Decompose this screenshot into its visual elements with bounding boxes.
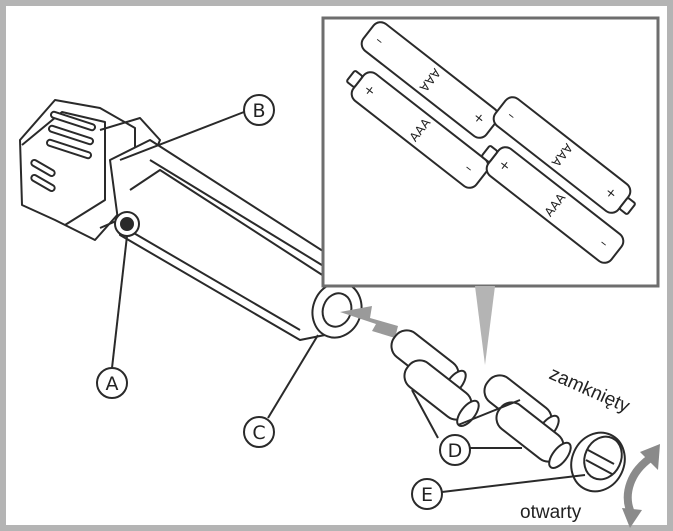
battery-orientation-inset: – AAA + + AAA – – AAA + + AAA – bbox=[321, 16, 660, 365]
callout-b: B bbox=[243, 94, 275, 126]
callout-e-label: E bbox=[421, 484, 433, 506]
callout-b-label: B bbox=[252, 100, 265, 122]
inset-battery-1: – AAA + bbox=[360, 21, 500, 139]
inset-battery-3: – AAA + bbox=[492, 96, 636, 215]
loose-batteries bbox=[390, 329, 572, 469]
flashlight bbox=[19, 99, 363, 341]
head-grip-slots bbox=[30, 110, 97, 192]
inset-battery-4: + AAA – bbox=[481, 145, 625, 264]
rotation-arrow-head-top bbox=[640, 444, 660, 470]
callout-c-label: C bbox=[252, 422, 265, 444]
inset-battery-2: + AAA – bbox=[346, 70, 490, 189]
callout-c: C bbox=[243, 416, 275, 448]
callout-e: E bbox=[411, 478, 443, 510]
callout-a-label: A bbox=[106, 373, 119, 395]
insert-arrow bbox=[340, 306, 398, 338]
callout-a: A bbox=[96, 367, 128, 399]
callout-d-label: D bbox=[448, 440, 463, 462]
callout-leaders bbox=[111, 111, 586, 493]
cap-open-label: otwarty bbox=[520, 502, 582, 523]
battery-cap bbox=[570, 431, 626, 493]
rotation-arrow-head-bottom bbox=[622, 508, 642, 528]
inset-pointer bbox=[475, 286, 495, 365]
callout-d: D bbox=[439, 434, 471, 466]
